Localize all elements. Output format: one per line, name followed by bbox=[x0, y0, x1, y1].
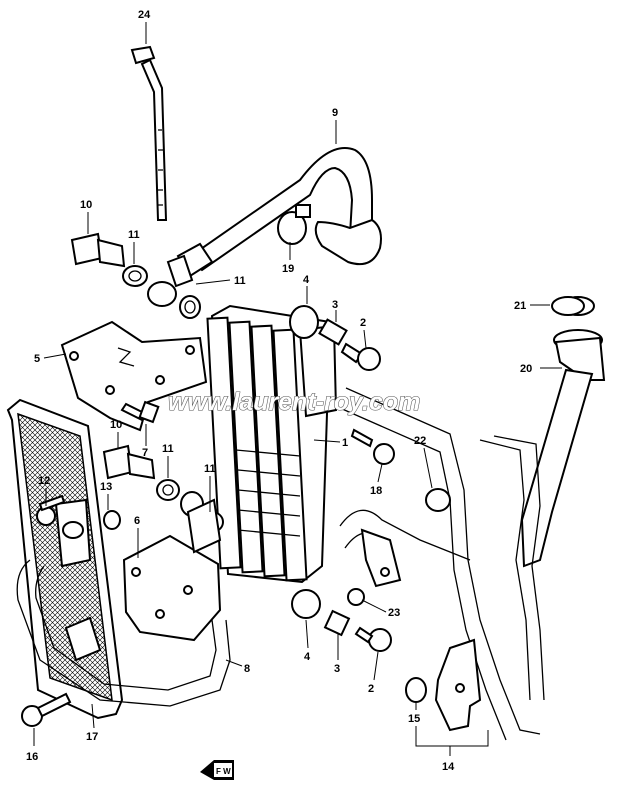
bolt-18-part bbox=[350, 428, 395, 465]
callout-16: 16 bbox=[26, 751, 38, 763]
callout-11: 11 bbox=[204, 463, 216, 475]
union-bolt-upper-part bbox=[70, 232, 126, 268]
callout-19: 19 bbox=[282, 263, 294, 275]
callout-6: 6 bbox=[134, 515, 140, 527]
callout-13: 13 bbox=[100, 481, 112, 493]
cable-tie-part bbox=[130, 45, 168, 221]
bolt-12-part bbox=[36, 494, 66, 526]
oil-pipe-part bbox=[520, 296, 606, 568]
oil-hose-part bbox=[166, 147, 382, 288]
callout-4: 4 bbox=[304, 651, 311, 663]
washers-upper-part bbox=[122, 265, 201, 319]
callout-11: 11 bbox=[234, 275, 246, 287]
callout-14: 14 bbox=[442, 761, 455, 773]
washer-13-part bbox=[103, 510, 121, 530]
callout-15: 15 bbox=[408, 713, 420, 725]
bolt-16-part bbox=[21, 692, 72, 727]
callout-7: 7 bbox=[142, 447, 148, 459]
grommet-upper-part bbox=[289, 305, 381, 371]
callout-24: 24 bbox=[138, 9, 151, 21]
callout-12: 12 bbox=[38, 475, 50, 487]
pipe-frame-right-part bbox=[339, 387, 545, 741]
callout-10: 10 bbox=[110, 419, 122, 431]
forward-label: F W bbox=[216, 767, 231, 776]
callout-20: 20 bbox=[520, 363, 532, 375]
union-bolt-lower-part bbox=[102, 444, 156, 480]
callout-18: 18 bbox=[370, 485, 382, 497]
callout-23: 23 bbox=[388, 607, 400, 619]
callout-11: 11 bbox=[128, 229, 140, 241]
hose-clamp-part bbox=[277, 204, 311, 245]
watermark-text: www.laurent-roy.com bbox=[168, 388, 420, 416]
callout-2: 2 bbox=[368, 683, 374, 695]
callout-22: 22 bbox=[414, 435, 426, 447]
o-ring-small-part bbox=[425, 488, 451, 512]
callout-4: 4 bbox=[303, 274, 310, 286]
callout-3: 3 bbox=[332, 299, 338, 311]
o-ring-part bbox=[551, 296, 585, 316]
callout-21: 21 bbox=[514, 300, 526, 312]
callout-1: 1 bbox=[342, 437, 348, 449]
grommet-lower-part bbox=[291, 589, 392, 652]
lower-bracket-part bbox=[434, 638, 482, 732]
callout-5: 5 bbox=[34, 353, 40, 365]
leader-lines bbox=[33, 22, 562, 756]
oil-cooler-bracket-part bbox=[60, 320, 208, 432]
forward-direction-arrow: F W bbox=[200, 760, 234, 780]
oil-cooler-core-part bbox=[206, 304, 338, 584]
callout-11: 11 bbox=[162, 443, 174, 455]
callout-17: 17 bbox=[86, 731, 98, 743]
grommet-15-part bbox=[405, 677, 427, 703]
lower-cooler-bracket-part bbox=[122, 534, 222, 642]
callout-8: 8 bbox=[244, 663, 250, 675]
lower-oil-pipe-part bbox=[16, 498, 231, 707]
bolt-23-part bbox=[347, 588, 365, 606]
callout-3: 3 bbox=[334, 663, 340, 675]
bracket-bolt-part bbox=[120, 400, 160, 424]
callout-9: 9 bbox=[332, 107, 338, 119]
callout-10: 10 bbox=[80, 199, 92, 211]
callout-2: 2 bbox=[360, 317, 366, 329]
mount-plate-part bbox=[360, 528, 402, 588]
oil-cooler-guard-part bbox=[6, 398, 124, 720]
callout-labels: 24 9 10 11 11 19 4 3 2 21 20 5 10 7 1 12… bbox=[26, 9, 532, 773]
